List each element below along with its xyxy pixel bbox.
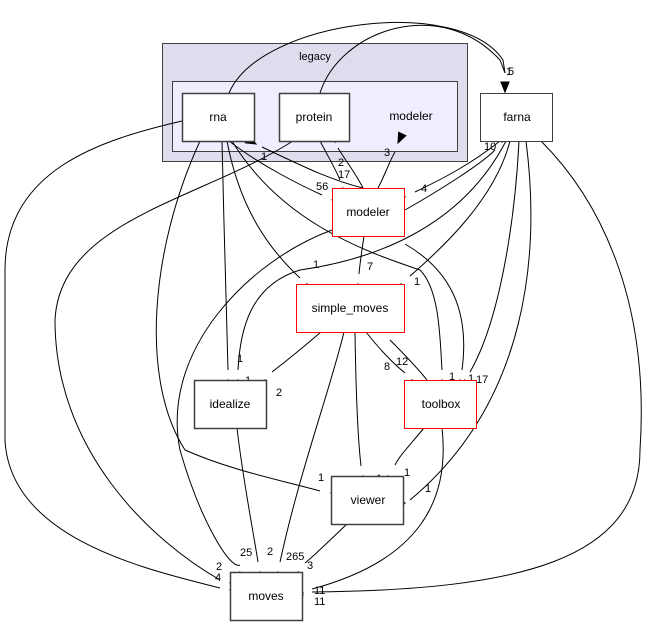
node-protein-label: protein	[296, 110, 333, 124]
edge-line	[311, 427, 444, 590]
edge-line	[236, 427, 259, 563]
edge-simple-moves-to-moves[interactable]	[274, 331, 345, 584]
edge-line	[221, 140, 229, 371]
edge-simple-moves-to-viewer[interactable]	[354, 331, 368, 487]
edge-line	[354, 331, 362, 467]
node-moves[interactable]: moves	[229, 571, 304, 622]
edge-label: 17	[476, 374, 488, 386]
edge-line	[365, 331, 406, 374]
edge-protein-to-farna[interactable]	[319, 24, 510, 94]
edge-line	[4, 120, 221, 589]
edge-farna-to-toolbox[interactable]	[462, 140, 520, 392]
edge-line	[358, 235, 365, 275]
nodes: rna protein farna modeler simple_moves i…	[181, 92, 553, 622]
edge-label: 12	[396, 356, 408, 368]
edge-label: 1	[425, 483, 431, 495]
edge-rna-to-simple-moves[interactable]	[226, 140, 318, 295]
edge-line	[377, 151, 396, 189]
edge-label: 56	[316, 181, 328, 193]
node-farna-label: farna	[503, 110, 531, 124]
edge-line	[404, 243, 465, 371]
edge-rna-to-idealize[interactable]	[221, 140, 233, 391]
edge-labels: 1512173561041711121281117111125226532411…	[215, 66, 514, 608]
node-modeler-label: modeler	[346, 205, 389, 219]
edge-label: 3	[384, 147, 390, 159]
edge-label: 11	[314, 585, 325, 597]
edge-line	[389, 339, 428, 381]
edge-label: 1	[506, 66, 512, 78]
edge-line	[304, 523, 348, 564]
node-modeler[interactable]: modeler	[332, 188, 405, 237]
edge-line	[54, 140, 294, 581]
node-simple-moves-label: simple_moves	[312, 301, 389, 315]
edge-label: 1	[318, 472, 324, 484]
node-moves-label: moves	[248, 589, 283, 603]
edge-label: 17	[338, 169, 350, 181]
edge-label: 1	[449, 371, 455, 383]
edge-line	[319, 140, 341, 181]
edge-line	[228, 22, 506, 94]
edge-line	[414, 140, 501, 193]
node-farna[interactable]: farna	[480, 93, 553, 142]
edge-label: 2	[267, 546, 273, 558]
edge-label: 2	[216, 561, 222, 573]
edge-label: 265	[286, 551, 304, 563]
edge-line	[271, 331, 322, 373]
node-viewer[interactable]: viewer	[330, 475, 405, 526]
edge-line	[176, 229, 333, 566]
edge-label: 1	[261, 151, 267, 163]
edge-label: 2	[338, 157, 344, 169]
edge-label: 1	[237, 353, 243, 365]
edge-label: 1	[404, 467, 410, 479]
edge-label: 3	[307, 560, 313, 572]
edge-label: 7	[367, 261, 373, 273]
node-toolbox-label: toolbox	[422, 397, 461, 411]
edge-line	[226, 140, 301, 279]
node-rna[interactable]: rna	[181, 92, 256, 143]
edge-line	[228, 140, 323, 196]
node-toolbox[interactable]: toolbox	[404, 380, 477, 429]
edge-label: 1	[414, 276, 420, 288]
node-viewer-label: viewer	[351, 493, 386, 507]
arrowhead-icon	[500, 81, 510, 94]
cluster-legacy-label: legacy	[299, 51, 331, 63]
edge-label: 1	[468, 373, 474, 385]
edge-line	[279, 331, 345, 563]
edge-label: 4	[421, 183, 427, 195]
edge-line	[409, 140, 532, 501]
edge-line	[311, 140, 642, 593]
node-rna-label: rna	[209, 110, 227, 124]
edge-label: 1	[313, 259, 319, 271]
node-idealize[interactable]: idealize	[193, 379, 268, 430]
edge-label: 11	[314, 596, 325, 608]
node-idealize-label: idealize	[210, 397, 251, 411]
edge-label: 2	[276, 387, 282, 399]
node-simple-moves[interactable]: simple_moves	[296, 284, 405, 333]
edge-line	[231, 140, 443, 371]
arrowhead-icon	[397, 131, 407, 145]
edge-line	[155, 140, 321, 492]
edge-line	[319, 24, 506, 94]
edge-line	[404, 149, 496, 211]
edge-line	[469, 140, 520, 373]
edge-modeler-to-legacy-modeler[interactable]	[377, 131, 407, 189]
edge-label: 8	[384, 361, 390, 373]
edge-line	[337, 147, 364, 189]
edge-protein-to-moves[interactable]	[54, 140, 294, 592]
edge-line	[394, 427, 425, 466]
edge-line	[409, 140, 511, 277]
edge-rna-to-moves[interactable]	[4, 120, 242, 598]
edge-label: 5	[508, 66, 514, 78]
edge-line	[237, 140, 507, 371]
cluster-legacy-modeler-label: modeler	[389, 109, 432, 123]
edge-label: 10	[484, 141, 496, 153]
edge-label: 25	[240, 547, 252, 559]
edge-modeler-to-toolbox[interactable]	[404, 243, 465, 391]
node-protein[interactable]: protein	[278, 92, 351, 143]
edge-label: 4	[215, 572, 221, 584]
